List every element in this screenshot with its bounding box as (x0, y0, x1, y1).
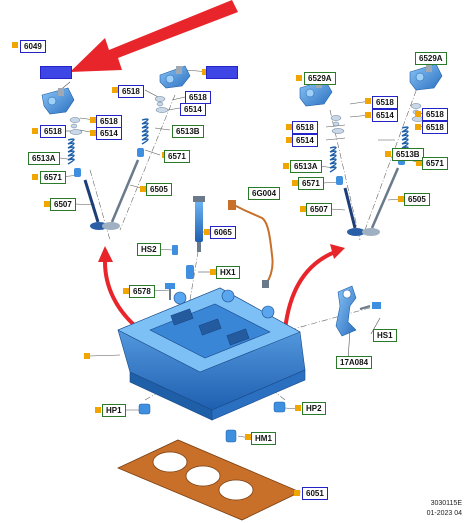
plug-hm1 (225, 429, 237, 443)
label-6578[interactable]: 6578 (129, 285, 155, 298)
marker (296, 75, 302, 81)
marker (112, 87, 118, 93)
cylinder-head-6049 (117, 287, 306, 421)
marker (32, 174, 38, 180)
label-hm1[interactable]: HM1 (251, 432, 276, 445)
label-6529a[interactable]: 6529A (304, 72, 336, 85)
label-6513b[interactable]: 6513B (172, 125, 204, 138)
marker (415, 124, 421, 130)
right-valve-small-parts (330, 103, 425, 134)
plug-hp1 (138, 403, 151, 415)
marker (294, 490, 300, 496)
marker (286, 137, 292, 143)
marker (210, 269, 216, 275)
marker (283, 163, 289, 169)
marker (416, 160, 422, 166)
bolt-hs1 (359, 302, 381, 310)
marker (300, 206, 306, 212)
label-6529a[interactable]: 6529A (415, 52, 447, 65)
marker (44, 201, 50, 207)
label-6507[interactable]: 6507 (50, 198, 76, 211)
left-rocker-arm-6529b (41, 87, 75, 115)
label-6529b-left[interactable]: 6529B (40, 66, 72, 79)
label-6g004[interactable]: 6G004 (248, 187, 281, 200)
marker (84, 353, 90, 359)
clamp-6578 (165, 283, 175, 300)
left-valve-small-parts (69, 96, 169, 135)
marker (415, 111, 421, 117)
part-hx1 (186, 265, 194, 279)
marker (365, 98, 371, 104)
label-6514[interactable]: 6514 (96, 127, 122, 140)
label-6518[interactable]: 6518 (118, 85, 144, 98)
seal-hs2 (172, 245, 178, 255)
marker (90, 130, 96, 136)
arrow-head-left (98, 246, 113, 262)
plug-hp2 (273, 401, 286, 413)
head-gasket-6051 (117, 439, 301, 521)
marker (204, 229, 210, 235)
label-6513a[interactable]: 6513A (28, 152, 60, 165)
marker (95, 407, 101, 413)
left-valve-seals (74, 148, 144, 177)
label-6571[interactable]: 6571 (40, 171, 66, 184)
diagram-date: 01-2023 04 (426, 510, 462, 517)
label-6065[interactable]: 6065 (210, 226, 236, 239)
label-6529a-highlighted[interactable]: 6529A (206, 66, 238, 79)
label-6571[interactable]: 6571 (164, 150, 190, 163)
lifting-bracket-17a084 (335, 285, 357, 337)
marker (292, 180, 298, 186)
left-rocker-arm-top (159, 65, 191, 89)
label-hp2[interactable]: HP2 (302, 402, 326, 415)
marker (295, 405, 301, 411)
temperature-sensor-6g004 (228, 200, 274, 288)
marker (123, 288, 129, 294)
label-hs1[interactable]: HS1 (373, 329, 397, 342)
diagram-code: 3030115E (430, 500, 462, 507)
marker (32, 128, 38, 134)
label-6518[interactable]: 6518 (422, 121, 448, 134)
label-6513a[interactable]: 6513A (290, 160, 322, 173)
label-hs2[interactable]: HS2 (137, 243, 161, 256)
label-17a084[interactable]: 17A084 (336, 356, 373, 369)
label-6518[interactable]: 6518 (40, 125, 66, 138)
label-6518[interactable]: 6518 (292, 121, 318, 134)
marker (245, 434, 251, 440)
right-rocker-arm-right (409, 63, 443, 91)
marker (12, 42, 18, 48)
label-6518[interactable]: 6518 (422, 108, 448, 121)
label-6507[interactable]: 6507 (306, 203, 332, 216)
marker (140, 186, 146, 192)
marker (398, 196, 404, 202)
label-6514[interactable]: 6514 (372, 109, 398, 122)
label-6051[interactable]: 6051 (302, 487, 328, 500)
label-6571[interactable]: 6571 (298, 177, 324, 190)
highlight-arrow (70, 0, 238, 72)
label-hp1[interactable]: HP1 (102, 404, 126, 417)
label-hx1[interactable]: HX1 (216, 266, 240, 279)
arrow-head-right (330, 244, 345, 259)
left-valve-springs (67, 118, 149, 165)
label-6049[interactable]: 6049 (20, 40, 46, 53)
marker (286, 124, 292, 130)
label-6514[interactable]: 6514 (180, 103, 206, 116)
label-6571[interactable]: 6571 (422, 157, 448, 170)
marker (365, 112, 371, 118)
injector-6065 (193, 196, 205, 252)
left-valves (83, 159, 140, 230)
marker (385, 151, 391, 157)
label-6518[interactable]: 6518 (372, 96, 398, 109)
marker (90, 117, 96, 123)
label-6505[interactable]: 6505 (404, 193, 430, 206)
label-6514[interactable]: 6514 (292, 134, 318, 147)
right-valves (343, 167, 400, 236)
label-6505[interactable]: 6505 (146, 183, 172, 196)
marker (202, 69, 208, 75)
label-6513b[interactable]: 6513B (392, 148, 424, 161)
